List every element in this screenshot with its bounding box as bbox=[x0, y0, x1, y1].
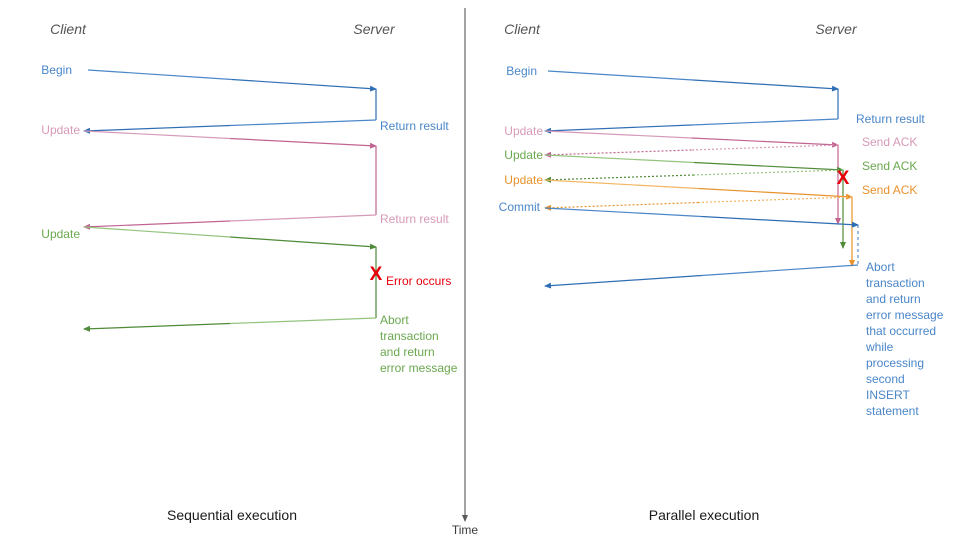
note-line: while bbox=[865, 340, 894, 354]
flow-line-end-update-2 bbox=[693, 161, 844, 173]
flow-line-start-return-result-1 bbox=[229, 119, 377, 127]
flow-line-start-commit bbox=[544, 207, 702, 218]
message-abort-return bbox=[544, 225, 859, 289]
flow-line-end-update-3 bbox=[698, 187, 853, 200]
note-line: error message bbox=[866, 308, 944, 322]
lane-header-client: Client bbox=[504, 21, 541, 37]
message-update-2: Update bbox=[41, 226, 377, 250]
message-label-send-ack-2: Send ACK bbox=[862, 159, 917, 173]
message-abort-return bbox=[83, 247, 377, 332]
time-axis-label: Time bbox=[452, 523, 479, 537]
flow-line-end-update-1 bbox=[229, 137, 377, 149]
note-block-sequential: Abort transaction and return error message bbox=[380, 313, 458, 375]
message-label-return-result: Return result bbox=[856, 112, 925, 126]
flow-line-end-update-1 bbox=[691, 137, 839, 148]
message-update-1: Update bbox=[41, 123, 377, 149]
note-line: Abort bbox=[380, 313, 409, 327]
message-label-update-3: Update bbox=[504, 173, 543, 187]
message-label-send-ack-3: Send ACK bbox=[862, 183, 917, 197]
lane-header-server: Server bbox=[815, 21, 858, 37]
note-line: Abort bbox=[866, 260, 895, 274]
panel-caption-parallel: Parallel execution bbox=[649, 507, 760, 523]
flow-line-end-send-ack-1 bbox=[544, 149, 692, 158]
flow-line-start-abort-return bbox=[701, 264, 859, 277]
message-return-result-1: Return result bbox=[83, 89, 449, 134]
flow-line-start-update-1 bbox=[83, 130, 231, 140]
flow-line-start-return-result bbox=[691, 118, 839, 126]
error-x-icon: X bbox=[837, 168, 850, 189]
panel-caption-sequential: Sequential execution bbox=[167, 507, 297, 523]
lane-header-client: Client bbox=[50, 21, 87, 37]
message-begin: Begin bbox=[506, 64, 839, 92]
flow-line-end-return-result-1 bbox=[83, 124, 231, 134]
message-label-send-ack-1: Send ACK bbox=[862, 135, 917, 149]
flow-line-start-update-1 bbox=[544, 130, 692, 139]
flow-line-end-begin bbox=[231, 78, 377, 92]
message-send-ack-2: Send ACK bbox=[544, 159, 917, 183]
message-label-commit: Commit bbox=[499, 200, 541, 214]
note-line: second bbox=[866, 372, 905, 386]
flow-line-end-begin bbox=[692, 79, 839, 92]
error-label: Error occurs bbox=[386, 274, 451, 288]
message-update-2: Update bbox=[504, 148, 844, 173]
flow-line-end-abort-return bbox=[83, 322, 231, 332]
flow-line-start-send-ack-2 bbox=[693, 169, 844, 176]
message-label-return-result-1: Return result bbox=[380, 119, 449, 133]
note-line: error message bbox=[380, 361, 458, 375]
message-begin: Begin bbox=[41, 63, 377, 92]
flow-line-end-return-result bbox=[544, 124, 692, 134]
flow-line-start-abort-return bbox=[229, 317, 377, 325]
message-label-return-result-2: Return result bbox=[380, 212, 449, 226]
flow-line-start-update-2 bbox=[83, 226, 231, 238]
flow-line-end-update-2 bbox=[229, 236, 377, 250]
note-line: processing bbox=[866, 356, 924, 370]
message-label-update-1: Update bbox=[504, 124, 543, 138]
error-marker-error-occurs: X bbox=[837, 168, 850, 189]
message-return-result-2: Return result bbox=[83, 146, 449, 230]
note-line: that occurred bbox=[866, 324, 936, 338]
note-line: transaction bbox=[380, 329, 439, 343]
note-line: transaction bbox=[866, 276, 925, 290]
error-x-icon: X bbox=[370, 264, 383, 285]
message-label-update-2: Update bbox=[504, 148, 543, 162]
message-label-begin: Begin bbox=[41, 63, 72, 77]
message-commit: Commit bbox=[499, 200, 859, 228]
flow-line-start-update-3 bbox=[544, 179, 699, 190]
flow-line-start-update-2 bbox=[544, 154, 695, 164]
message-update-1: Update bbox=[504, 124, 839, 148]
message-send-ack-3: Send ACK bbox=[544, 183, 917, 211]
flow-line-end-return-result-2 bbox=[83, 220, 231, 230]
note-line: and return bbox=[866, 292, 921, 306]
flow-line-start-return-result-2 bbox=[229, 214, 377, 222]
time-axis: Time bbox=[452, 8, 479, 537]
flow-line-end-send-ack-3 bbox=[544, 201, 699, 211]
note-line: INSERT bbox=[866, 388, 910, 402]
message-label-update-1: Update bbox=[41, 123, 80, 137]
message-label-begin: Begin bbox=[506, 64, 537, 78]
flow-line-start-send-ack-3 bbox=[698, 196, 853, 204]
flow-line-end-send-ack-2 bbox=[544, 174, 695, 183]
note-line: and return bbox=[380, 345, 435, 359]
message-label-update-2: Update bbox=[41, 227, 80, 241]
message-update-3: Update bbox=[504, 173, 853, 200]
message-send-ack-1: Send ACK bbox=[544, 135, 917, 158]
message-return-result: Return result bbox=[544, 89, 925, 134]
note-block-parallel: Abort transaction and return error message t… bbox=[865, 260, 944, 418]
lane-header-server: Server bbox=[353, 21, 396, 37]
flow-line-end-commit bbox=[701, 215, 859, 228]
note-line: statement bbox=[866, 404, 919, 418]
flow-line-start-begin bbox=[547, 70, 694, 81]
flow-line-start-send-ack-1 bbox=[691, 144, 839, 151]
flow-line-start-begin bbox=[87, 69, 233, 81]
flow-line-end-abort-return bbox=[544, 274, 702, 289]
